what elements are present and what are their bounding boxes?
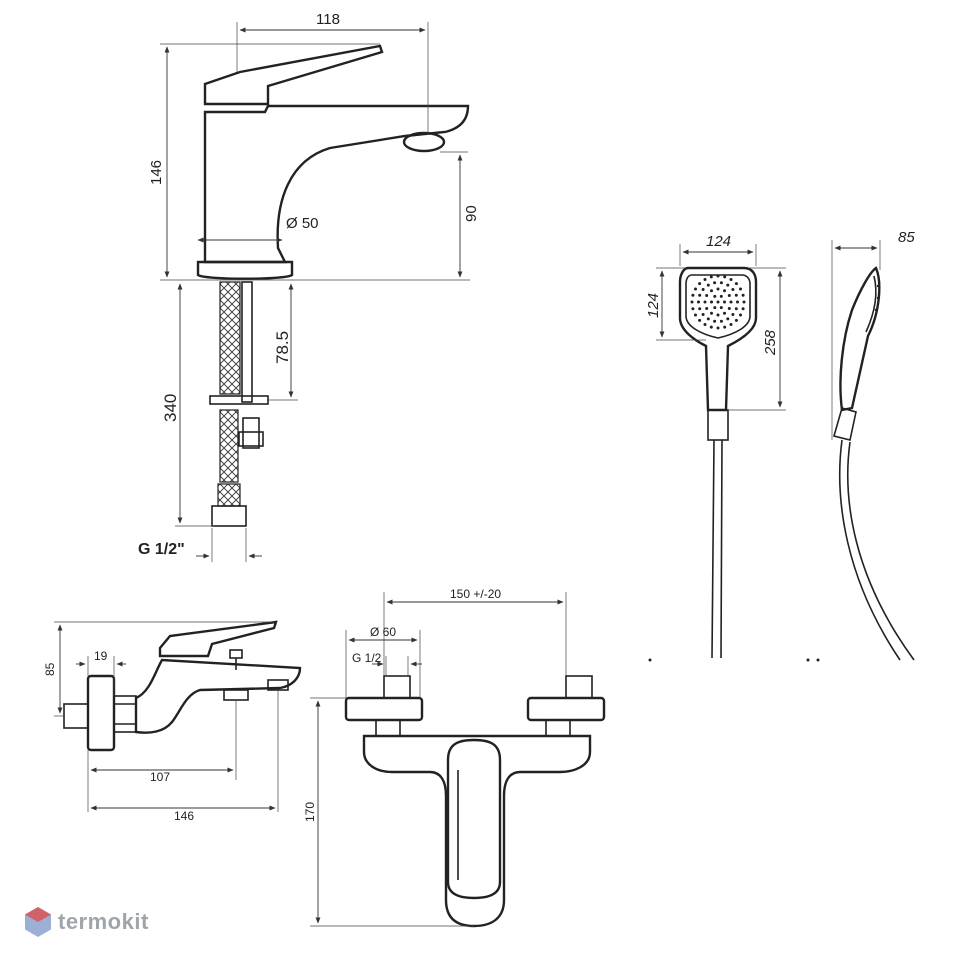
bath-side-connector-label: 19 [94,649,108,663]
bath-mixer-side-drawing: 85 19 107 146 [43,620,302,823]
nozzle-dot [723,325,727,329]
nozzle-dot [723,300,726,304]
nozzle-dot [698,307,702,311]
nozzle-dot [716,300,720,304]
basin-height-label: 146 [148,160,165,185]
nozzle-dot [731,313,735,316]
nozzle-dot [734,293,738,297]
nozzle-dot [713,319,717,323]
nozzle-dot [713,281,717,285]
nozzle-dot [723,275,727,279]
hand-shower-side-drawing: 85 [806,229,915,662]
nozzle-dot [729,323,733,326]
nozzle-dot [691,307,695,311]
nozzle-dot [716,326,720,330]
shower-length-label: 258 [762,329,779,356]
nozzle-dot [705,294,709,297]
termokit-logo-icon [25,907,51,937]
nozzle-dot [709,325,713,329]
watermark-text: termokit [58,909,149,934]
nozzle-dot [734,307,738,311]
nozzle-dot [691,293,695,297]
bath-side-length-label: 146 [174,809,194,823]
nozzle-dot [727,307,731,310]
nozzle-dot [701,313,705,316]
nozzle-dot [734,318,738,322]
nozzle-dot [694,313,697,317]
nozzle-dot [713,306,717,310]
hand-shower-front-drawing: 124 124 258 [645,233,786,662]
shower-side-depth-label: 85 [898,229,915,246]
watermark: termokit [24,906,149,938]
nozzle-dot [690,300,694,304]
nozzle-dot [723,311,726,315]
nozzle-dot [703,278,707,281]
nozzle-dot [726,317,730,321]
bath-mixer-front-drawing: 150 +/-20 Ø 60 G 1/2 170 [303,587,606,928]
nozzle-dot [709,275,713,279]
basin-nut-distance-label: 78.5 [273,331,292,364]
nozzle-dot [701,288,705,291]
nozzle-dot [719,306,723,310]
basin-diameter-label: Ø 50 [286,215,319,232]
nozzle-dot [736,300,739,304]
bath-front-thread-label: G 1/2 [352,651,382,665]
nozzle-dot [710,289,713,293]
basin-hose-length-label: 340 [161,394,180,422]
bath-side-height-label: 85 [43,662,57,676]
nozzle-dot [698,293,702,297]
basin-spout-height-label: 90 [463,205,480,222]
shower-head-width-label: 124 [706,233,731,250]
nozzle-dot [698,282,702,286]
nozzle-dot [716,287,720,291]
shower-head-height-label: 124 [645,293,662,318]
nozzle-dot [710,300,713,304]
bath-front-flange-label: Ø 60 [370,625,396,639]
nozzle-dot [741,293,745,297]
nozzle-dot [697,300,700,304]
nozzle-dot [698,318,702,322]
nozzle-dot [734,282,738,286]
nozzle-dot [741,307,745,311]
nozzle-dot [719,281,723,285]
nozzle-dot [716,313,720,317]
nozzle-dot [729,300,733,304]
nozzle-dot [710,311,713,315]
nozzle-dot [703,323,707,326]
nozzle-dot [727,294,731,297]
nozzle-dot [742,300,746,304]
bath-front-height-label: 170 [303,802,317,822]
nozzle-dot [739,313,742,317]
basin-width-label: 118 [316,11,340,28]
nozzle-dot [739,287,742,291]
nozzle-dot [703,300,707,304]
bath-side-diverter-label: 107 [150,770,170,784]
nozzle-dot [694,287,697,291]
nozzle-dot [731,288,735,291]
bath-front-centers-label: 150 +/-20 [450,587,501,601]
basin-thread-label: G 1/2" [138,541,185,558]
nozzle-dot [719,294,723,298]
nozzle-dot [719,319,723,323]
nozzle-dot [713,294,717,298]
nozzle-dot [716,274,720,278]
shower-nozzles [690,274,746,330]
nozzle-dot [706,283,710,287]
nozzle-dot [723,289,726,293]
nozzle-dot [706,317,710,321]
nozzle-dot [729,278,733,281]
basin-mixer-drawing: 118 146 Ø 50 90 340 78.5 G 1/2" [138,11,480,562]
nozzle-dot [705,307,709,310]
nozzle-dot [726,283,730,287]
